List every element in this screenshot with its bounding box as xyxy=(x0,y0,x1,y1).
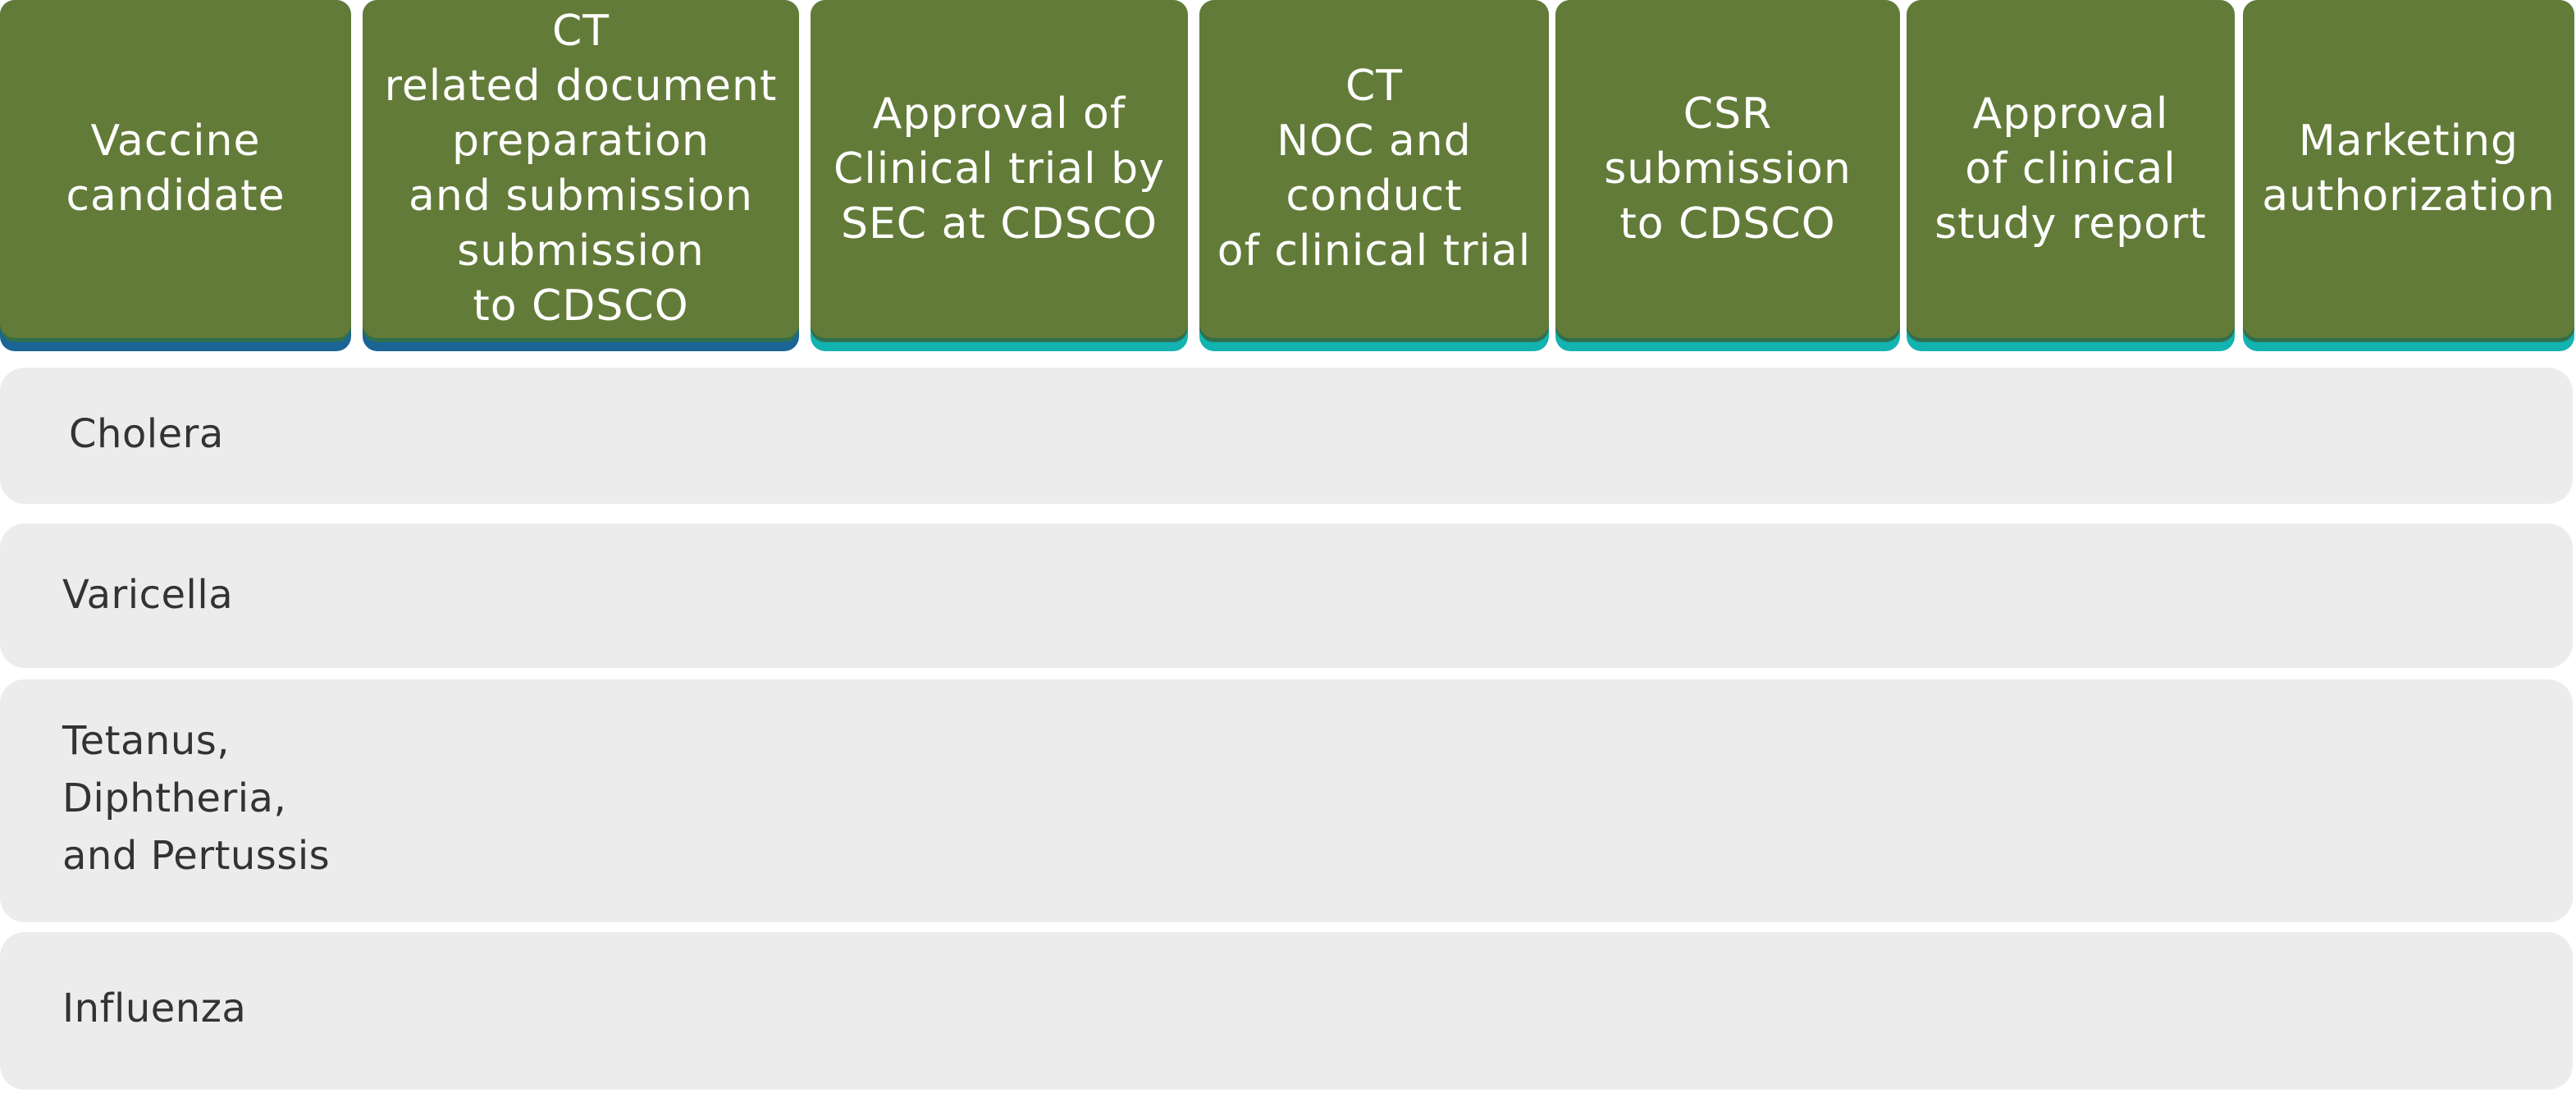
vaccine-row-influenza: Influenza xyxy=(0,932,2573,1090)
vaccine-label: Influenza xyxy=(62,986,247,1031)
header-label: Vaccine candidate xyxy=(66,117,285,221)
header-approval-by-sec: Approval of Clinical trial by SEC at CDS… xyxy=(811,0,1188,351)
header-face: CT NOC and conduct of clinical trial xyxy=(1199,0,1549,338)
vaccine-row-cholera: Cholera xyxy=(0,368,2573,504)
header-vaccine-candidate: Vaccine candidate xyxy=(0,0,351,351)
header-approval-csr: Approval of clinical study report xyxy=(1907,0,2235,351)
header-face: Marketing authorization xyxy=(2243,0,2574,338)
vaccine-label: Varicella xyxy=(62,572,234,618)
vaccine-label: Cholera xyxy=(69,411,224,457)
header-label: Approval of Clinical trial by SEC at CDS… xyxy=(834,89,1165,249)
header-marketing-authorization: Marketing authorization xyxy=(2243,0,2574,351)
header-face: Approval of Clinical trial by SEC at CDS… xyxy=(811,0,1188,338)
header-face: Approval of clinical study report xyxy=(1907,0,2235,338)
header-face: CSR submission to CDSCO xyxy=(1555,0,1900,338)
header-label: CSR submission to CDSCO xyxy=(1604,89,1852,249)
vaccine-row-varicella: Varicella xyxy=(0,524,2573,668)
header-label: Approval of clinical study report xyxy=(1934,89,2207,249)
header-ct-document-preparation: CT related document preparation and subm… xyxy=(363,0,799,351)
header-face: CT related document preparation and subm… xyxy=(363,0,799,338)
header-ct-noc-conduct: CT NOC and conduct of clinical trial xyxy=(1199,0,1549,351)
header-label: CT NOC and conduct of clinical trial xyxy=(1217,62,1532,276)
header-label: Marketing authorization xyxy=(2262,117,2555,221)
header-label: CT related document preparation and subm… xyxy=(384,7,778,331)
vaccine-label: Tetanus, Diphtheria, and Pertussis xyxy=(62,718,331,879)
vaccine-row-tdap: Tetanus, Diphtheria, and Pertussis xyxy=(0,679,2573,922)
header-csr-submission: CSR submission to CDSCO xyxy=(1555,0,1900,351)
header-face: Vaccine candidate xyxy=(0,0,351,338)
